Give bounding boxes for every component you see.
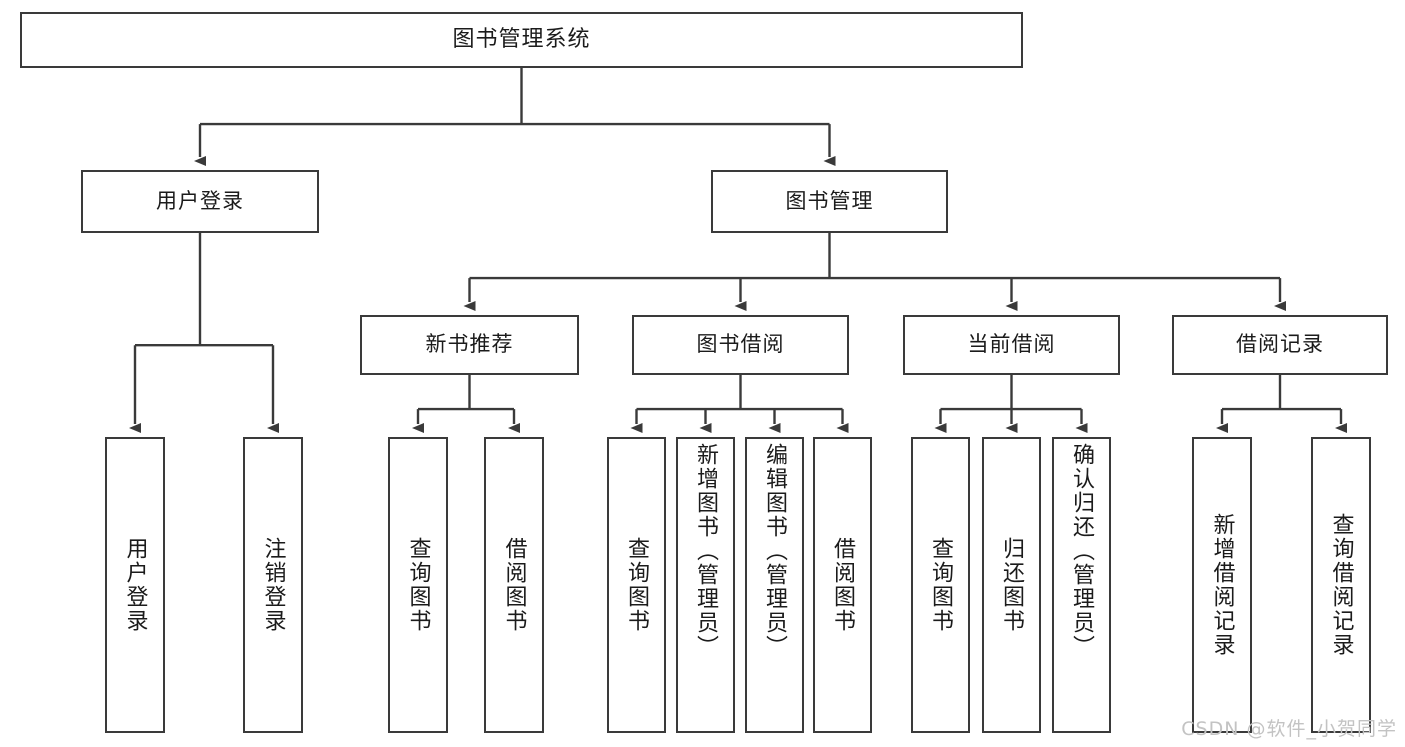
node-book-manage[interactable]: 图书管理 bbox=[711, 170, 948, 233]
node-leaf-return-book-label: 归还图书 bbox=[999, 537, 1025, 633]
node-book-manage-label: 图书管理 bbox=[785, 188, 874, 213]
node-leaf-borrow-book-2-label: 借阅图书 bbox=[830, 537, 856, 633]
node-leaf-add-book-admin-label: 新增图书（管理员） bbox=[693, 443, 719, 659]
node-current-borrow[interactable]: 当前借阅 bbox=[903, 315, 1120, 375]
node-new-book-recommend-label: 新书推荐 bbox=[425, 332, 514, 357]
node-leaf-add-borrow-record[interactable]: 新增借阅记录 bbox=[1192, 437, 1252, 733]
node-root[interactable]: 图书管理系统 bbox=[20, 12, 1023, 68]
node-leaf-user-login-label: 用户登录 bbox=[122, 537, 148, 633]
watermark: CSDN @软件_小贺同学 bbox=[1181, 718, 1397, 740]
node-leaf-borrow-book-1-label: 借阅图书 bbox=[501, 537, 527, 633]
node-leaf-query-book-3-label: 查询图书 bbox=[928, 537, 954, 633]
node-leaf-logout[interactable]: 注销登录 bbox=[243, 437, 303, 733]
node-leaf-query-borrow-record-label: 查询借阅记录 bbox=[1328, 513, 1354, 657]
node-leaf-edit-book-admin-label: 编辑图书（管理员） bbox=[762, 443, 788, 659]
node-leaf-add-borrow-record-label: 新增借阅记录 bbox=[1209, 513, 1235, 657]
node-leaf-edit-book-admin[interactable]: 编辑图书（管理员） bbox=[745, 437, 804, 733]
node-leaf-confirm-return-admin-label: 确认归还（管理员） bbox=[1069, 443, 1095, 659]
node-current-borrow-label: 当前借阅 bbox=[967, 332, 1056, 357]
node-leaf-query-book-1-label: 查询图书 bbox=[405, 537, 431, 633]
node-leaf-return-book[interactable]: 归还图书 bbox=[982, 437, 1041, 733]
node-borrow-record-label: 借阅记录 bbox=[1236, 332, 1324, 357]
node-leaf-query-borrow-record[interactable]: 查询借阅记录 bbox=[1311, 437, 1371, 733]
node-leaf-query-book-2-label: 查询图书 bbox=[624, 537, 650, 633]
node-leaf-borrow-book-2[interactable]: 借阅图书 bbox=[813, 437, 872, 733]
node-book-borrow[interactable]: 图书借阅 bbox=[632, 315, 849, 375]
node-leaf-add-book-admin[interactable]: 新增图书（管理员） bbox=[676, 437, 735, 733]
node-root-label: 图书管理系统 bbox=[452, 26, 591, 52]
node-leaf-confirm-return-admin[interactable]: 确认归还（管理员） bbox=[1052, 437, 1111, 733]
node-user-login[interactable]: 用户登录 bbox=[81, 170, 319, 233]
node-leaf-query-book-3[interactable]: 查询图书 bbox=[911, 437, 970, 733]
node-leaf-borrow-book-1[interactable]: 借阅图书 bbox=[484, 437, 544, 733]
node-user-login-label: 用户登录 bbox=[156, 188, 244, 213]
node-leaf-query-book-2[interactable]: 查询图书 bbox=[607, 437, 666, 733]
node-leaf-query-book-1[interactable]: 查询图书 bbox=[388, 437, 448, 733]
node-new-book-recommend[interactable]: 新书推荐 bbox=[360, 315, 579, 375]
node-leaf-user-login[interactable]: 用户登录 bbox=[105, 437, 165, 733]
node-borrow-record[interactable]: 借阅记录 bbox=[1172, 315, 1388, 375]
node-book-borrow-label: 图书借阅 bbox=[696, 332, 785, 357]
node-leaf-logout-label: 注销登录 bbox=[260, 537, 286, 633]
